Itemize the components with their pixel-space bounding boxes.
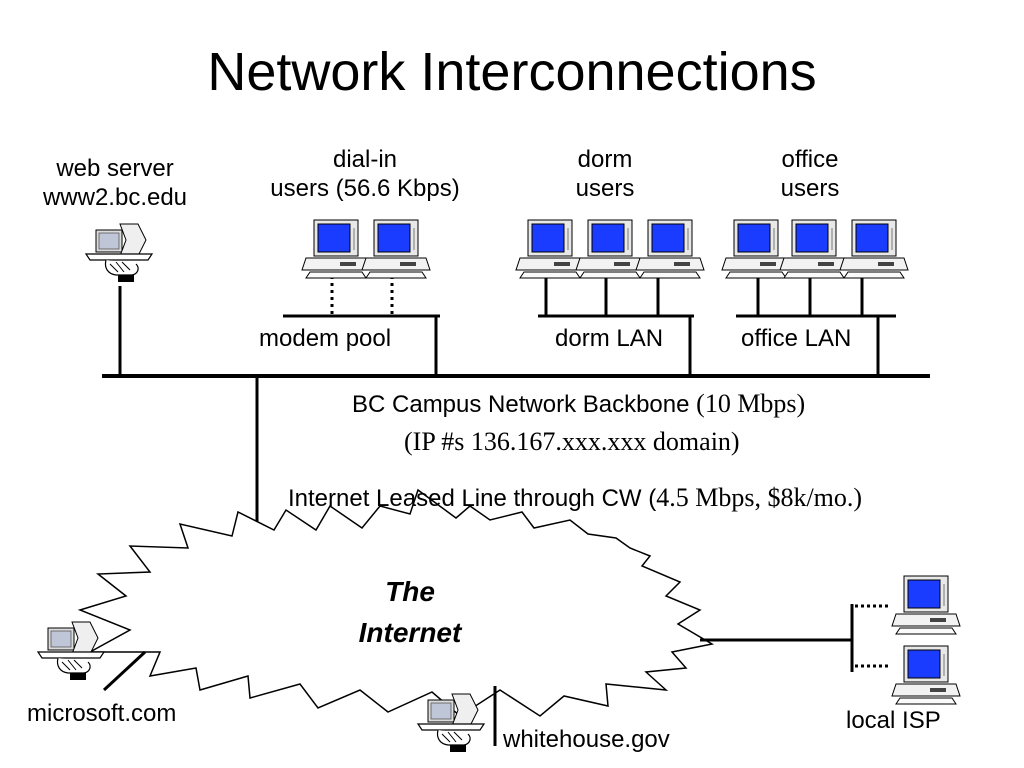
dorm-lan-label: dorm LAN [555, 325, 664, 352]
desktop-computer-icon [301, 219, 371, 279]
leased-line-label: Internet Leased Line through CW (4.5 Mbp… [288, 482, 862, 514]
dial-in-label-line1: dial-in [332, 146, 398, 173]
internet-label-line2: Internet [358, 616, 462, 648]
dial-in-label-line2: users (56.6 Kbps) [270, 174, 460, 202]
server-on-hand-icon [85, 223, 153, 283]
dorm-users-label-line2: users [575, 174, 635, 202]
slide-title: Network Interconnections [207, 42, 817, 102]
local-isp-label: local ISP [846, 707, 941, 734]
desktop-computer-icon [515, 219, 585, 279]
web-server-label-line1: web server [56, 155, 174, 182]
dial-in-label: dial-in users (56.6 Kbps) [240, 146, 490, 204]
server-on-hand-icon [417, 693, 485, 753]
desktop-computer-icon [779, 219, 849, 279]
backbone-speed: (10 Mbps) [696, 389, 806, 418]
desktop-computer-icon [635, 219, 705, 279]
web-server-label-line2: www2.bc.edu [42, 183, 188, 211]
office-users-label-line1: office [781, 146, 839, 173]
backbone-label: BC Campus Network Backbone (10 Mbps) [352, 388, 805, 420]
whitehouse-label: whitehouse.gov [503, 726, 670, 753]
backbone-ip-domain: (IP #s 136.167.xxx.xxx domain) [404, 427, 740, 456]
desktop-computer-icon [891, 645, 961, 705]
office-users-label-line2: users [780, 174, 840, 202]
modem-pool-label: modem pool [259, 325, 392, 352]
internet-cloud-icon [77, 488, 715, 717]
internet-label: The Internet [330, 572, 490, 653]
leased-line-label-text: Internet Leased Line through CW ( [288, 485, 657, 512]
office-lan-label: office LAN [741, 325, 852, 352]
leased-line-details: 4.5 Mbps, $8k/mo.) [656, 483, 863, 512]
desktop-computer-icon [891, 575, 961, 635]
desktop-computer-icon [575, 219, 645, 279]
dorm-users-label: dorm users [545, 146, 665, 204]
backbone-label-text: BC Campus Network Backbone [352, 391, 697, 418]
dorm-users-label-line1: dorm [577, 146, 633, 173]
desktop-computer-icon [839, 219, 909, 279]
web-server-label: web server www2.bc.edu [20, 155, 210, 213]
office-users-label: office users [750, 146, 870, 204]
internet-label-line1: The [385, 576, 435, 607]
microsoft-label: microsoft.com [27, 700, 177, 727]
desktop-computer-icon [361, 219, 431, 279]
